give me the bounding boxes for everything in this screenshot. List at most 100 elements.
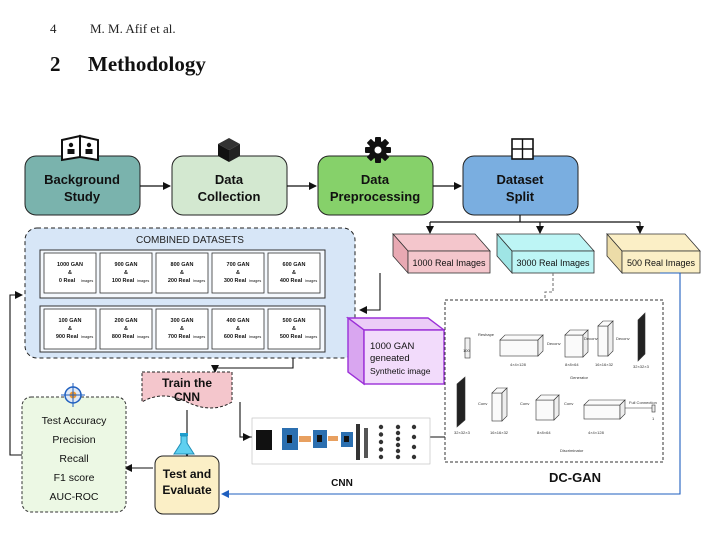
cnn-node	[378, 432, 384, 437]
test-label: Test and	[163, 467, 211, 481]
gan-synthetic-box: 1000 GAN geneated Synthetic image	[345, 316, 447, 386]
flow-step-dataset-split: Dataset Split	[462, 155, 579, 216]
split-label: 3000 Real Images	[516, 258, 590, 268]
cell-gan-count: 500 GAN	[283, 318, 306, 324]
split-connectors	[426, 215, 644, 234]
gen-op: Deconv	[547, 341, 561, 346]
train-label: CNN	[174, 390, 200, 404]
cnn-node	[395, 442, 401, 448]
cnn-node	[411, 454, 417, 460]
cell-real-count: 400 Real	[280, 278, 303, 284]
gen-dim: 4×4×128	[510, 362, 527, 367]
generator-label: Generator	[570, 375, 589, 380]
flow-step-label: Data	[215, 172, 244, 187]
disc-dim: 8×8×64	[537, 430, 551, 435]
gan-box-text: 1000 GAN	[370, 341, 414, 352]
cell-suffix: Images	[193, 335, 206, 339]
gen-dim: 32×32×3	[633, 364, 650, 369]
cell-suffix: Images	[305, 335, 318, 339]
metric-label: Test Accuracy	[42, 415, 108, 427]
split-box-3000: 3000 Real Images	[496, 232, 595, 275]
combined-datasets-title: COMBINED DATASETS	[136, 235, 244, 246]
cnn-node	[378, 447, 384, 452]
gan-box-text: Synthetic image	[370, 366, 431, 376]
cell-real-count: 700 Real	[168, 334, 191, 340]
cell-amp: &	[180, 326, 184, 332]
section-number: 2	[50, 52, 61, 76]
cnn-label: CNN	[331, 478, 353, 489]
cell-real-count: 200 Real	[168, 278, 191, 284]
cell-real-count: 300 Real	[224, 278, 247, 284]
cell-amp: &	[236, 326, 240, 332]
flow-step-data-collection: Data Collection	[171, 155, 288, 216]
cell-gan-count: 900 GAN	[115, 262, 138, 268]
cnn-node	[395, 430, 401, 436]
flow-step-label: Background	[44, 172, 120, 187]
cell-amp: &	[68, 270, 72, 276]
flow-step-label: Study	[64, 189, 101, 204]
cell-gan-count: 100 GAN	[59, 318, 82, 324]
cube-icon	[218, 138, 240, 162]
cnn-diagram	[251, 417, 431, 465]
gen-dim: 100	[463, 348, 470, 353]
gen-dim: 16×16×32	[595, 362, 614, 367]
test-label: Evaluate	[162, 483, 212, 497]
grid-icon	[511, 138, 534, 160]
split-label: 500 Real Images	[627, 258, 696, 268]
cell-amp: &	[180, 270, 184, 276]
cnn-node	[378, 439, 384, 445]
cell-suffix: Images	[137, 279, 150, 283]
disc-op: Conv	[478, 401, 487, 406]
page-number: 4	[50, 21, 57, 36]
section-title: Methodology	[88, 52, 206, 76]
cell-suffix: Images	[81, 335, 94, 339]
cell-real-count: 100 Real	[112, 278, 135, 284]
disc-op: Conv	[564, 401, 573, 406]
cell-amp: &	[236, 270, 240, 276]
running-header: 4 M. M. Afif et al.	[50, 21, 176, 37]
cell-gan-count: 1000 GAN	[57, 262, 83, 268]
target-icon	[61, 383, 85, 407]
cell-suffix: Images	[81, 279, 94, 283]
flow-step-background-study: Background Study	[24, 155, 141, 216]
disc-op: Full Connection	[629, 400, 657, 405]
gen-op: Deconv	[616, 336, 630, 341]
train-cnn-box: Train the CNN	[141, 371, 233, 409]
cnn-node	[395, 454, 401, 460]
gen-op: Reshape	[478, 332, 495, 337]
cell-gan-count: 400 GAN	[227, 318, 250, 324]
running-header-authors: M. M. Afif et al.	[90, 21, 176, 36]
dataset-cell: 1000 GAN & 0 Real Images	[43, 252, 97, 294]
cell-real-count: 800 Real	[112, 334, 135, 340]
disc-dim: 16×16×32	[490, 430, 509, 435]
disc-dim: 1	[652, 416, 655, 421]
split-label: 1000 Real Images	[412, 258, 486, 268]
gen-dim: 8×8×64	[565, 362, 579, 367]
cell-suffix: Images	[193, 279, 206, 283]
cnn-node	[395, 448, 401, 454]
flow-step-label: Split	[506, 189, 535, 204]
cell-amp: &	[292, 270, 296, 276]
gen-op: Deconv	[584, 336, 598, 341]
flow-steps: Background Study Data Collection Data Pr…	[24, 155, 579, 216]
disc-op: Conv	[520, 401, 529, 406]
cell-suffix: Images	[305, 279, 318, 283]
metric-label: Precision	[52, 434, 95, 446]
cell-suffix: Images	[137, 335, 150, 339]
cell-real-count: 0 Real	[59, 278, 76, 284]
test-evaluate-box: Test and Evaluate	[154, 455, 220, 515]
cell-real-count: 600 Real	[224, 334, 247, 340]
dcgan-label: DC-GAN	[549, 470, 601, 485]
cell-gan-count: 300 GAN	[171, 318, 194, 324]
flow-step-data-preprocessing: Data Preprocessing	[317, 155, 434, 216]
book-icon	[61, 134, 99, 162]
